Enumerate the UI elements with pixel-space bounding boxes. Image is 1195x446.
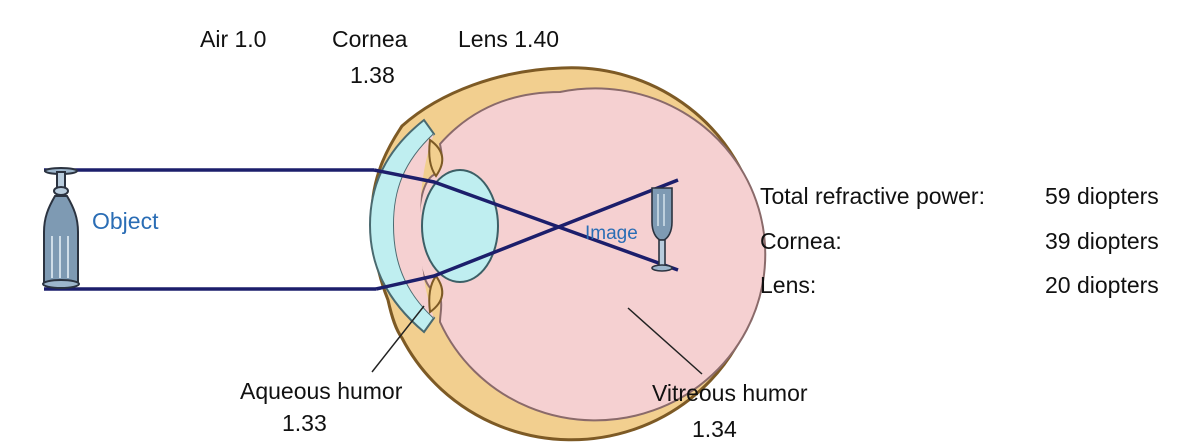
- air-label: Air 1.0: [200, 26, 266, 53]
- power-label-total: Total refractive power:: [760, 183, 985, 210]
- cornea-index: 1.38: [350, 62, 395, 89]
- vitreous-humor-index: 1.34: [692, 416, 737, 443]
- power-value-cornea: 39 diopters: [1045, 228, 1159, 255]
- power-label-lens: Lens:: [760, 272, 816, 299]
- lens-label: Lens 1.40: [458, 26, 559, 53]
- image-label: Image: [585, 220, 638, 247]
- power-value-lens: 20 diopters: [1045, 272, 1159, 299]
- power-value-total: 59 diopters: [1045, 183, 1159, 210]
- object-label: Object: [92, 208, 158, 235]
- power-label-cornea: Cornea:: [760, 228, 842, 255]
- object-glass-icon: [43, 168, 79, 288]
- cornea-label: Cornea: [332, 26, 407, 53]
- aqueous-humor-index: 1.33: [282, 410, 327, 437]
- vitreous-humor-label: Vitreous humor: [652, 380, 808, 407]
- aqueous-humor-label: Aqueous humor: [240, 378, 402, 405]
